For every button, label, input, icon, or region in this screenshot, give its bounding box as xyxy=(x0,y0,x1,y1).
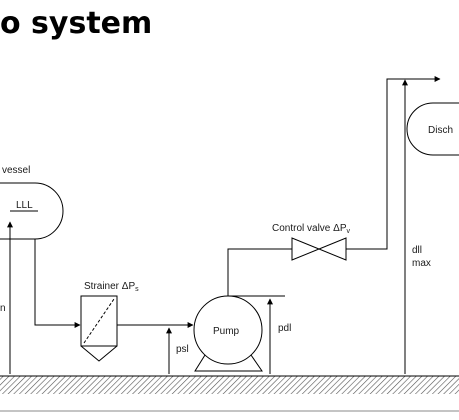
disch-label: Disch xyxy=(428,125,453,136)
control-valve-label-text: Control valve ΔP xyxy=(272,223,347,234)
discharge-line-1 xyxy=(227,248,292,296)
dll-label: dll xyxy=(412,245,422,256)
control-valve-label: Control valve ΔPv xyxy=(272,223,351,235)
pump-label: Pump xyxy=(213,326,240,337)
strainer xyxy=(80,295,118,362)
discharge-vessel xyxy=(406,102,459,156)
left-edge-label: n xyxy=(0,303,6,314)
page-title: o system xyxy=(0,6,153,41)
control-valve xyxy=(291,237,347,261)
pdl-label: pdl xyxy=(278,323,291,334)
strainer-subscript: s xyxy=(135,286,139,293)
strainer-label: Strainer ΔPs xyxy=(84,281,139,293)
strainer-label-text: Strainer ΔP xyxy=(84,281,135,292)
max-label: max xyxy=(412,258,431,269)
lll-label: LLL xyxy=(16,200,33,211)
suction-vessel xyxy=(0,182,64,240)
ground xyxy=(0,375,459,394)
discharge-line-2 xyxy=(346,76,441,250)
vessel-label: vessel xyxy=(2,165,30,176)
psl-label: psl xyxy=(176,344,189,355)
suction-line xyxy=(34,239,81,328)
control-valve-subscript: v xyxy=(347,228,351,235)
